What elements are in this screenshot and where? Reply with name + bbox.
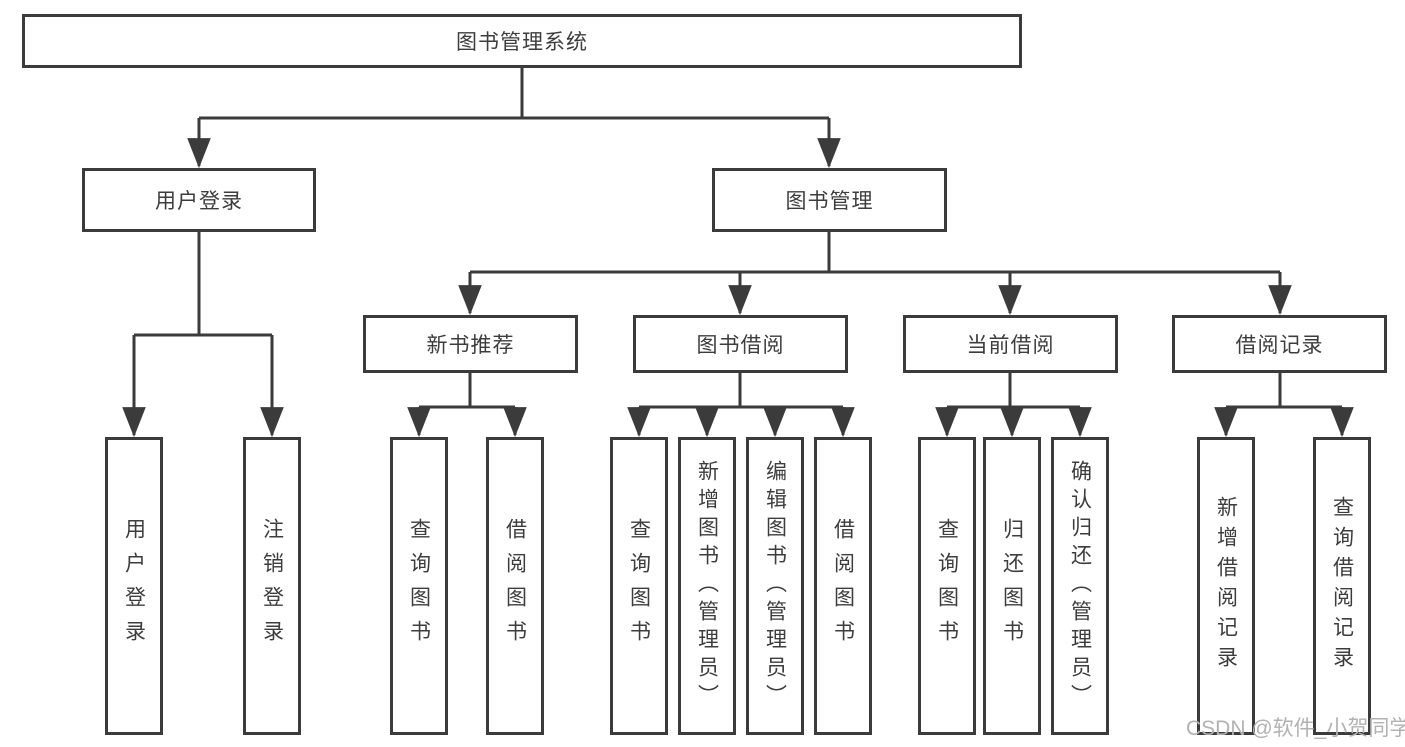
leaf-cb-confirm-return-admin: 确认归还（管理员） bbox=[1051, 437, 1109, 735]
node-book-borrowing: 图书借阅 bbox=[633, 315, 848, 373]
leaf-bb-borrow-books-label: 借阅图书 bbox=[831, 518, 855, 654]
leaf-bb-add-books-admin-label: 新增图书（管理员） bbox=[695, 460, 719, 712]
leaf-br-add-record-label: 新增借阅记录 bbox=[1214, 496, 1238, 676]
leaf-cb-query-books-label: 查询图书 bbox=[935, 518, 959, 654]
node-new-book-recommend: 新书推荐 bbox=[363, 315, 578, 373]
leaf-bb-edit-books-admin-label: 编辑图书（管理员） bbox=[763, 460, 787, 712]
csdn-watermark: CSDN @软件_小贺同学 bbox=[1186, 717, 1405, 740]
node-book-management: 图书管理 bbox=[712, 168, 947, 232]
leaf-logout-label: 注销登录 bbox=[260, 518, 284, 654]
leaf-bb-edit-books-admin: 编辑图书（管理员） bbox=[746, 437, 804, 735]
node-borrow-records: 借阅记录 bbox=[1172, 315, 1387, 373]
leaf-nb-borrow-books: 借阅图书 bbox=[486, 437, 544, 735]
node-current-borrowing: 当前借阅 bbox=[903, 315, 1118, 373]
leaf-cb-return-books: 归还图书 bbox=[983, 437, 1041, 735]
leaf-nb-query-books-label: 查询图书 bbox=[407, 518, 431, 654]
leaf-bb-add-books-admin: 新增图书（管理员） bbox=[678, 437, 736, 735]
leaf-bb-query-books: 查询图书 bbox=[610, 437, 668, 735]
leaf-br-query-record: 查询借阅记录 bbox=[1313, 437, 1371, 735]
node-root-library-system: 图书管理系统 bbox=[22, 14, 1022, 68]
leaf-user-login-label: 用户登录 bbox=[122, 518, 146, 654]
leaf-user-login: 用户登录 bbox=[105, 437, 163, 735]
leaf-cb-return-books-label: 归还图书 bbox=[1000, 518, 1024, 654]
node-user-login: 用户登录 bbox=[82, 168, 316, 232]
leaf-bb-query-books-label: 查询图书 bbox=[627, 518, 651, 654]
leaf-nb-query-books: 查询图书 bbox=[390, 437, 448, 735]
leaf-bb-borrow-books: 借阅图书 bbox=[814, 437, 872, 735]
leaf-br-add-record: 新增借阅记录 bbox=[1197, 437, 1255, 735]
leaf-cb-confirm-return-admin-label: 确认归还（管理员） bbox=[1068, 460, 1092, 712]
leaf-logout: 注销登录 bbox=[243, 437, 301, 735]
leaf-cb-query-books: 查询图书 bbox=[918, 437, 976, 735]
leaf-br-query-record-label: 查询借阅记录 bbox=[1330, 496, 1354, 676]
leaf-nb-borrow-books-label: 借阅图书 bbox=[503, 518, 527, 654]
